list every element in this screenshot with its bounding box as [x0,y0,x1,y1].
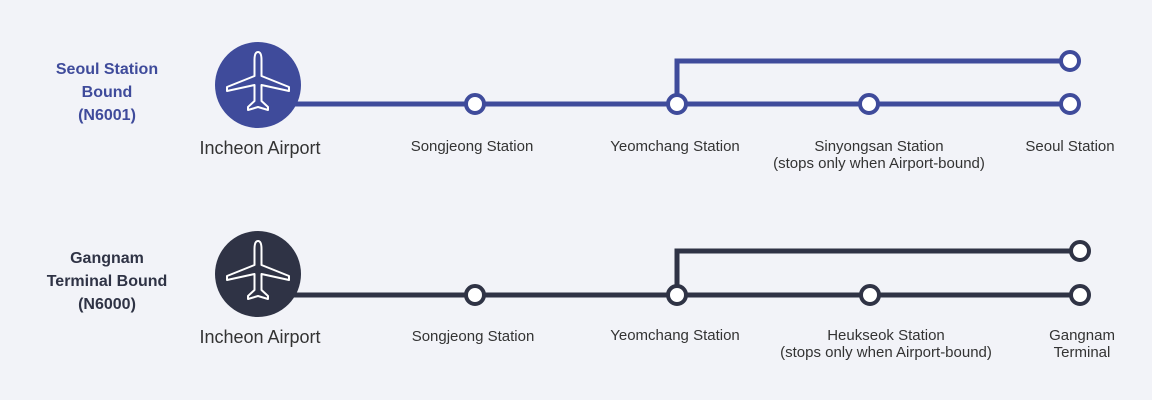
station-circle-icon [1069,284,1091,306]
stop-label-mid: Heukseok Station (stops only when Airpor… [780,327,992,361]
route-label-line: Terminal Bound [46,273,168,290]
stop-label-terminal: Seoul Station [1025,138,1114,155]
station-circle-icon [858,93,880,115]
route-label-n6001: Seoul Station Bound (N6001) [37,58,177,127]
route-map-n6000 [215,231,1091,317]
stop-note: (stops only when Airport-bound) [780,344,992,361]
route-label-line: Gangnam [70,250,144,267]
stop-label-yeomchang: Yeomchang Station [610,138,740,155]
station-circle-icon [464,93,486,115]
station-circle-icon [1059,93,1081,115]
station-circle-icon [666,93,688,115]
airplane-icon [215,231,301,317]
route-label-line: (N6001) [78,107,136,124]
station-circle-icon [666,284,688,306]
origin-label: Incheon Airport [199,138,321,158]
route-label-line: Seoul Station [55,61,159,78]
station-circle-icon [1069,240,1091,262]
stop-label-yeomchang: Yeomchang Station [610,327,740,344]
terminal-line: Gangnam [1049,327,1115,344]
stop-label-songjeong: Songjeong Station [410,138,534,155]
station-circle-icon [464,284,486,306]
route-label-n6000: Gangnam Terminal Bound (N6000) [37,247,177,316]
origin-label: Incheon Airport [199,327,321,347]
route-branch-line [674,58,1070,104]
route-label-line: (N6000) [78,296,136,313]
stop-label-songjeong: Songjeong Station [411,328,535,345]
terminal-line: Terminal [1053,344,1111,361]
stop-note: (stops only when Airport-bound) [773,155,985,172]
stop-name: Sinyongsan Station [814,138,944,155]
station-circle-icon [1059,50,1081,72]
station-circle-icon [859,284,881,306]
stop-name: Heukseok Station [827,327,945,344]
airplane-icon [215,42,301,128]
stop-label-mid: Sinyongsan Station (stops only when Airp… [773,138,985,172]
route-map-n6001 [215,42,1081,128]
stop-label-terminal: Gangnam Terminal [1049,327,1115,361]
route-branch-line [674,248,1080,295]
terminal-line: Seoul Station [1025,138,1115,155]
route-label-line: Bound [81,84,133,101]
